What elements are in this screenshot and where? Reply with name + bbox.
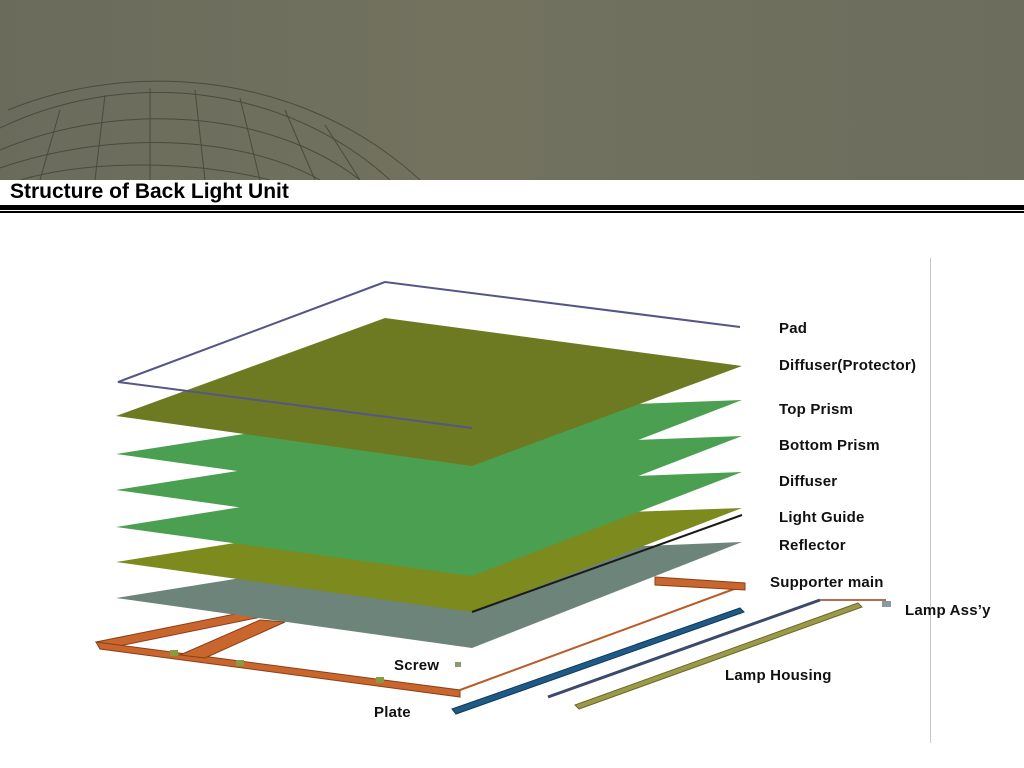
diffuser-protector-layer	[116, 318, 742, 466]
title-rule	[0, 205, 1024, 210]
label-screw: Screw	[394, 657, 440, 674]
supporter-main-frame	[94, 576, 746, 698]
label-light-guide: Light Guide	[779, 509, 865, 526]
screw-part	[455, 662, 461, 667]
label-top-prism: Top Prism	[779, 401, 854, 418]
label-diffuser-protector: Diffuser(Protector)	[779, 357, 917, 374]
label-supporter-main: Supporter main	[770, 574, 884, 591]
label-lamp-housing: Lamp Housing	[725, 667, 832, 684]
lamp-assy-part	[574, 602, 863, 710]
label-pad: Pad	[779, 320, 808, 337]
label-reflector: Reflector	[779, 537, 846, 554]
title-rule-thin	[0, 211, 1024, 213]
slide-title: Structure of Back Light Unit	[10, 180, 289, 203]
label-lamp-assy: Lamp Ass’y	[905, 602, 991, 619]
label-diffuser: Diffuser	[779, 473, 838, 490]
grid-globe-decoration	[0, 80, 421, 180]
title-banner	[0, 0, 1024, 180]
lamp-housing-part	[451, 607, 745, 715]
slide-divider	[930, 258, 931, 743]
label-bottom-prism: Bottom Prism	[779, 437, 880, 454]
pad-outline	[117, 280, 741, 429]
label-plate: Plate	[374, 704, 411, 721]
